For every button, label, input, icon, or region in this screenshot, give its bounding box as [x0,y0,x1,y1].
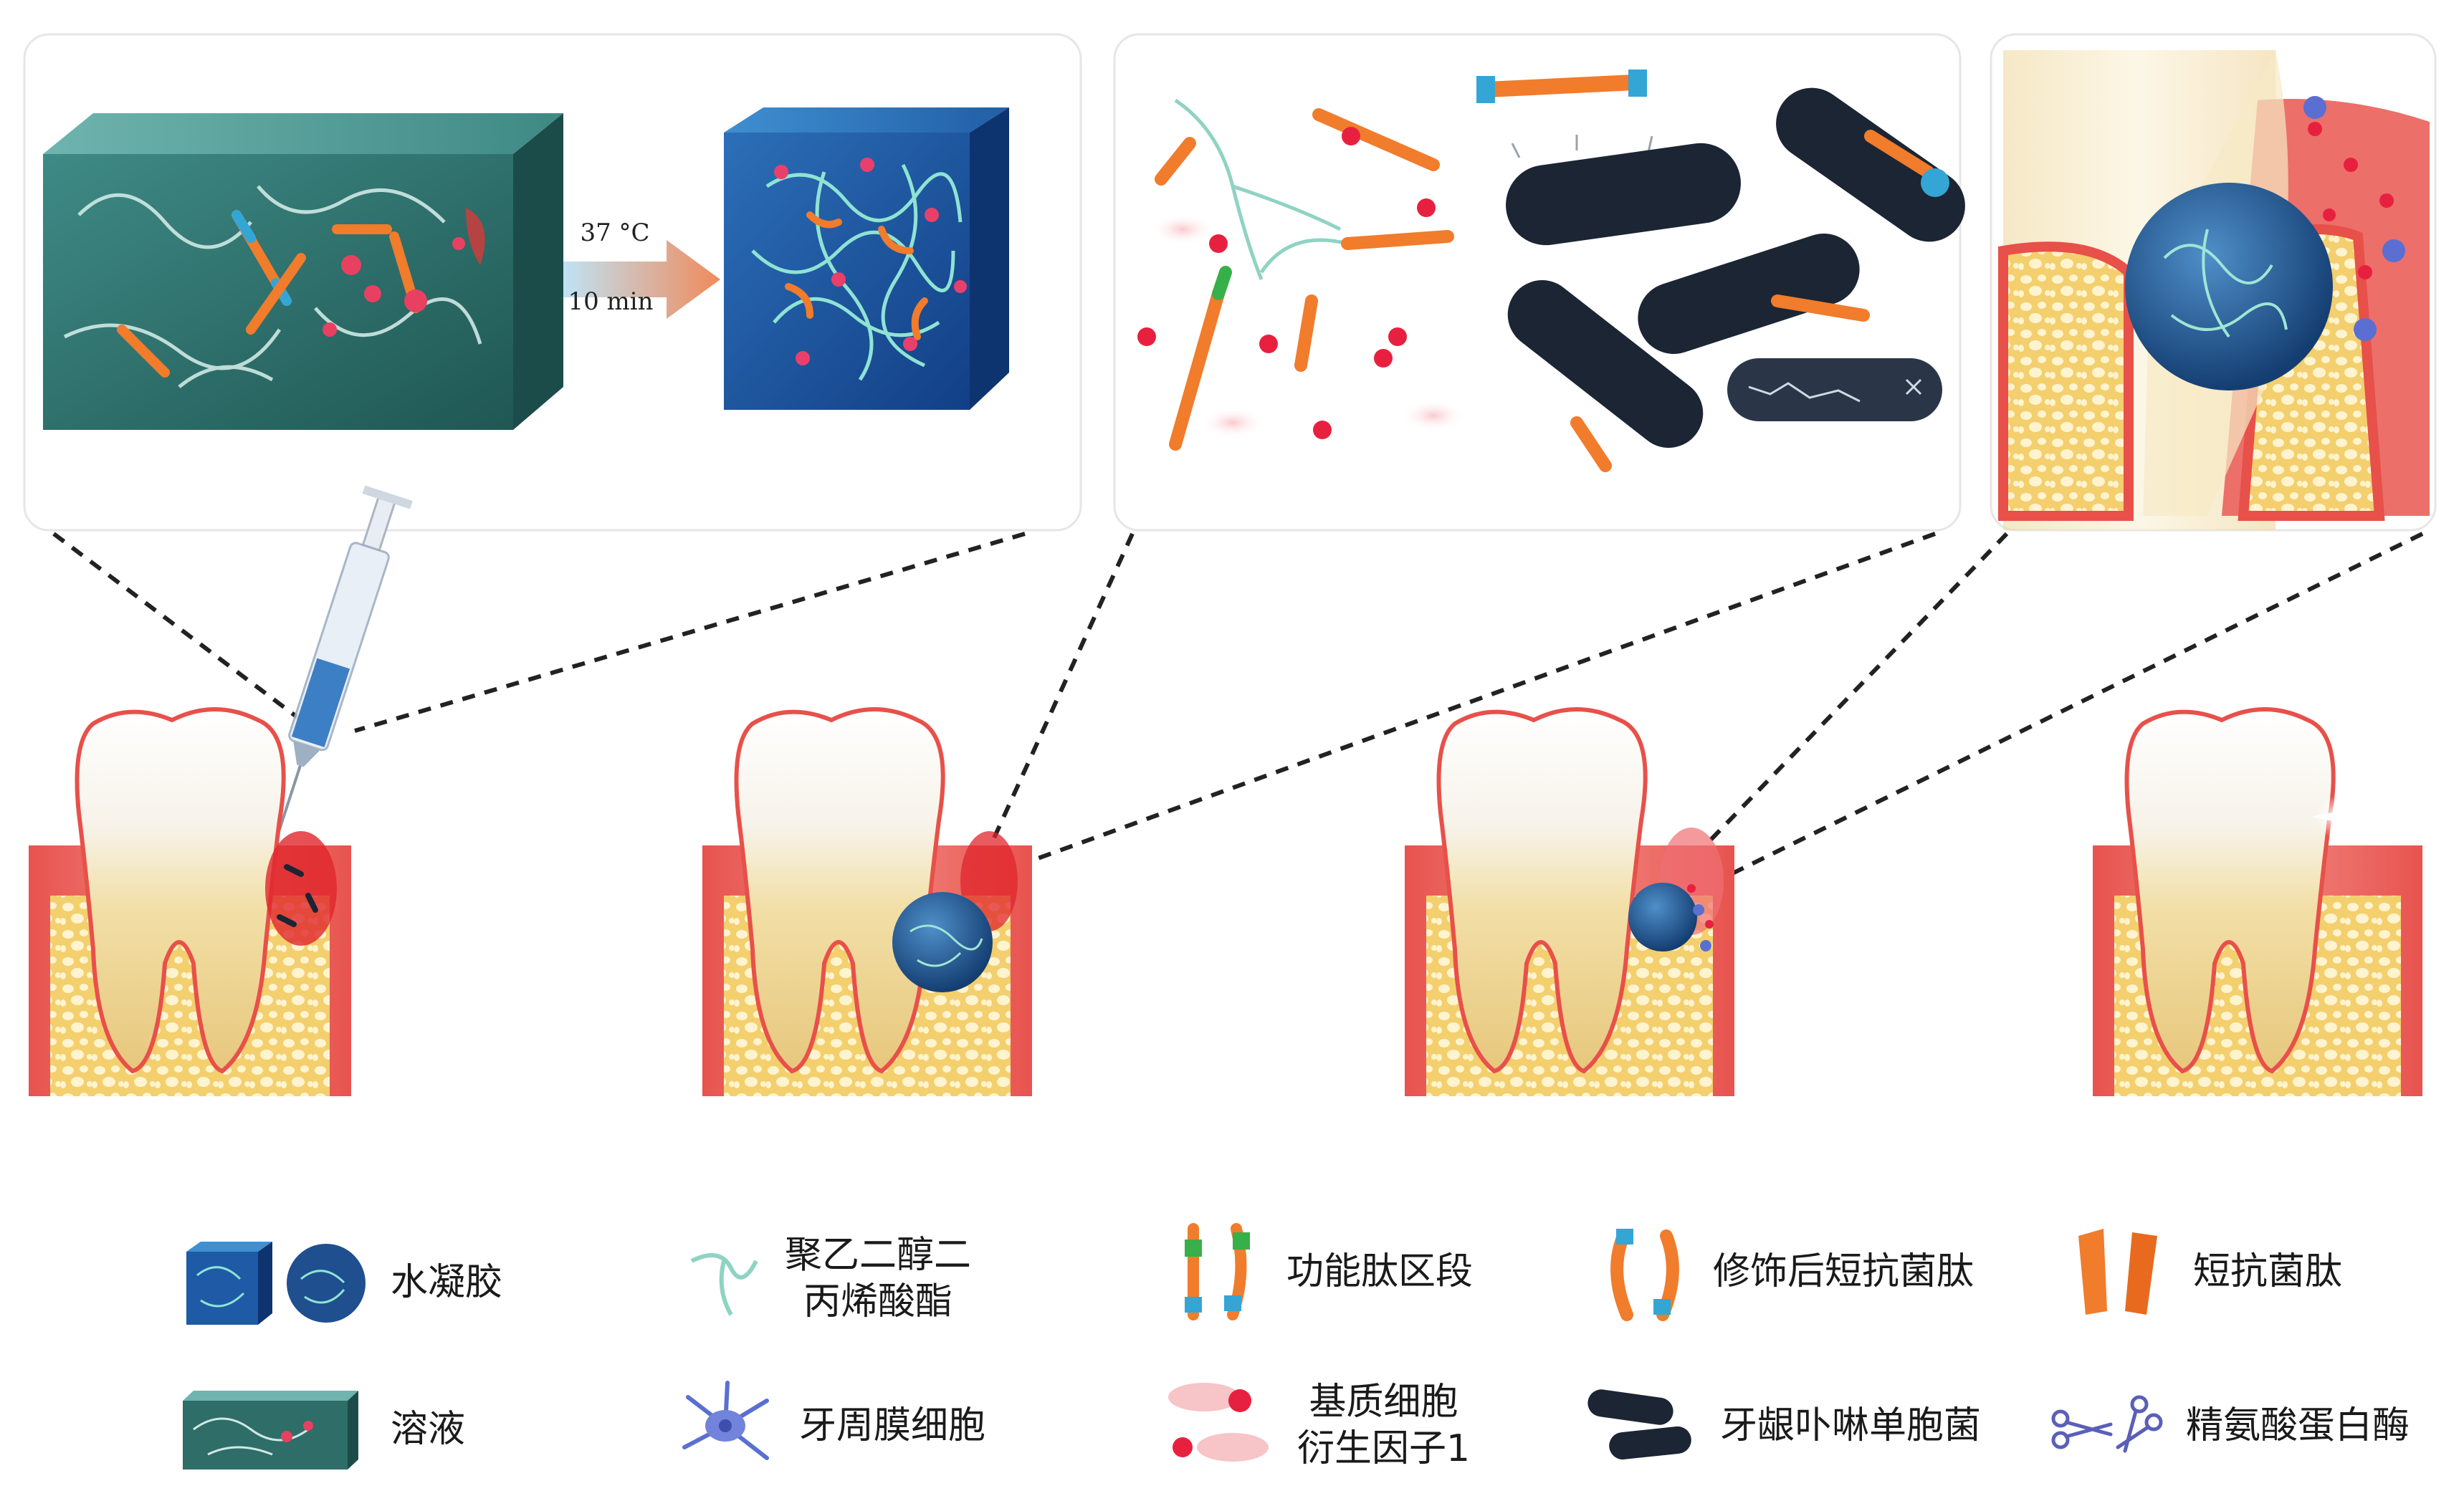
transition-temperature: 37 °C [580,219,649,247]
legend-item-peg: 聚乙二醇二丙烯酸酯 [684,1232,971,1325]
pdl-cell-icon [682,1381,769,1460]
legend-item-p-gingivalis: 牙龈卟啉单胞菌 [1580,1386,1981,1465]
sdf1-factor-icon [1168,1383,1269,1462]
legend-label-gingipain: 精氨酸蛋白酶 [2186,1404,2410,1447]
panel-sol-gel-transition: 37 °C 10 min [23,33,1082,532]
hydrogel-cube [724,107,1009,410]
legend-item-hydrogel: 水凝胶 [179,1236,502,1329]
zoom-connectors [52,532,2424,883]
tooth-stage-4-healed [2093,707,2422,1096]
legend-item-gingipain: 精氨酸蛋白酶 [2046,1390,2410,1462]
legend-label-functional-peptide: 功能肽区段 [1286,1250,1474,1293]
p-gingivalis-icon [1587,1389,1691,1459]
legend-label-solution: 溶液 [391,1407,466,1451]
solution-block-icon [183,1391,358,1469]
gingipain-scissors-icon [2051,1395,2163,1453]
bacteria-cluster [1506,87,1965,472]
tooth-stage-1-injection [29,707,351,1096]
hydrogel-cube-sphere-icon [186,1242,366,1325]
transition-arrow: 37 °C 10 min [563,219,720,319]
legend-label-p-gingivalis: 牙龈卟啉单胞菌 [1720,1404,1982,1447]
transition-time: 10 min [568,287,653,316]
functional-peptide-icon [1185,1223,1250,1320]
legend-item-short-amp: 短抗菌肽 [2064,1218,2342,1325]
legend-label-short-amp: 短抗菌肽 [2193,1250,2343,1293]
legend-item-solution: 溶液 [179,1386,465,1472]
modified-amp-icon [1610,1229,1679,1321]
peg-strand-icon [690,1253,758,1316]
legend-label-pdl-cell: 牙周膜细胞 [799,1404,986,1447]
legend-item-functional-peptide: 功能肽区段 [1165,1218,1473,1325]
tooth-stage-3-regeneration [1405,707,1734,1096]
tooth-stage-2-gelation [702,707,1032,1096]
solution-block [43,113,563,430]
legend-label-sdf1: 基质细胞衍生因子1 [1297,1381,1471,1470]
legend-label-hydrogel: 水凝胶 [391,1260,503,1304]
legend-item-pdl-cell: 牙周膜细胞 [674,1379,985,1472]
legend-label-peg: 聚乙二醇二丙烯酸酯 [785,1234,972,1323]
legend-item-modified-amp: 修饰后短抗菌肽 [1595,1222,1974,1322]
legend-item-sdf1: 基质细胞衍生因子1 [1161,1376,1470,1476]
legend-label-modified-amp: 修饰后短抗菌肽 [1713,1250,1974,1293]
panel-antibacterial-mechanism [1113,33,1965,532]
short-amp-icon [2078,1229,2157,1315]
syringe-illustration [272,485,413,848]
panel-tissue-regeneration [1990,33,2437,532]
